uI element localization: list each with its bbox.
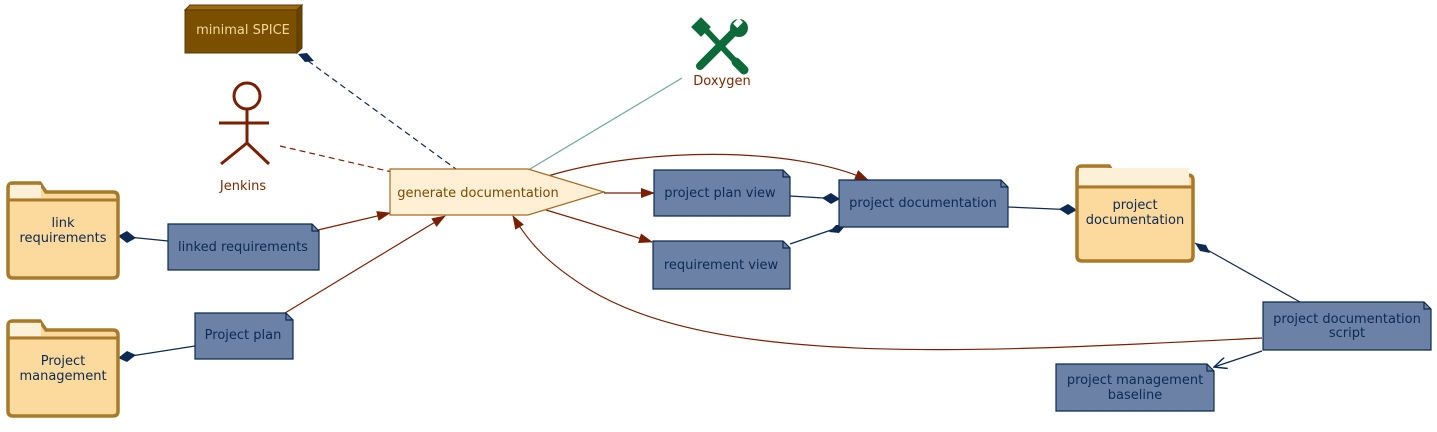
diamond-folder <box>1059 204 1077 215</box>
folder-tab-fill <box>1079 168 1189 185</box>
project-documentation-artifact[interactable]: project documentation <box>838 179 1009 228</box>
jenkins-node[interactable]: Jenkins <box>219 81 271 194</box>
doxygen-label: Doxygen <box>693 74 750 89</box>
artifact-shape <box>652 240 791 290</box>
project-management-label-1: Project <box>41 354 85 369</box>
edge-jenkins-to-process <box>279 145 393 173</box>
project-documentation-script-artifact[interactable]: project documentation script <box>1262 301 1432 351</box>
artifact-shape <box>1055 363 1215 412</box>
edge-process-to-projdoc <box>547 153 869 181</box>
diamond-linkreq <box>118 231 136 243</box>
minimal-spice-node[interactable]: minimal SPICE <box>183 3 304 55</box>
box-icon <box>183 4 304 11</box>
diamond-pm <box>118 351 136 362</box>
diamond-script-folder <box>1195 243 1210 253</box>
diamond-planview <box>822 193 840 204</box>
edge-linkedreq-to-process <box>317 211 391 231</box>
artifact-fold <box>782 241 790 249</box>
artifact-fold <box>1000 180 1008 188</box>
project-documentation-script-label-2: script <box>1329 326 1365 341</box>
folder-icon <box>6 319 120 418</box>
link-requirements-folder[interactable]: link requirements <box>6 181 120 280</box>
generate-documentation-node[interactable]: generate documentation <box>389 168 607 216</box>
linked-requirements-label: linked requirements <box>178 240 308 255</box>
project-plan-label: Project plan <box>205 328 282 343</box>
project-documentation-folder[interactable]: project documentation <box>1075 164 1195 263</box>
artifact-fold <box>285 313 293 321</box>
link-requirements-label-2: requirements <box>20 231 107 246</box>
minimal-spice-label: minimal SPICE <box>196 23 290 38</box>
project-plan-artifact[interactable]: Project plan <box>194 312 294 360</box>
project-management-baseline-label-1: project management <box>1067 373 1203 388</box>
edge-plan-to-process <box>284 215 446 314</box>
project-documentation-artifact-label: project documentation <box>849 196 997 211</box>
project-plan-view-artifact[interactable]: project plan view <box>653 169 791 217</box>
edge-process-to-reqview <box>545 209 653 244</box>
tools-icon <box>691 17 749 75</box>
connectors <box>117 53 1301 367</box>
project-documentation-folder-label-2: documentation <box>1086 213 1184 228</box>
link-requirements-label-1: link <box>52 216 75 231</box>
project-documentation-folder-label-1: project <box>1112 198 1157 213</box>
artifact-shape <box>194 312 294 360</box>
artifact-fold <box>311 224 319 232</box>
edge-script-to-baseline <box>1214 350 1263 367</box>
project-management-folder[interactable]: Project management <box>6 319 120 418</box>
project-management-baseline-label-2: baseline <box>1108 388 1162 403</box>
artifact-shape <box>1262 301 1432 351</box>
project-management-baseline-artifact[interactable]: project management baseline <box>1055 363 1215 412</box>
edge-doxygen-to-process <box>524 77 683 173</box>
project-plan-view-label: project plan view <box>664 186 776 201</box>
artifact-fold <box>1206 364 1214 372</box>
requirement-view-label: requirement view <box>664 258 779 273</box>
edge-spice-to-process <box>299 54 461 173</box>
diamond-spice <box>298 53 314 62</box>
edge-script-to-process <box>512 215 1263 351</box>
project-documentation-script-label-1: project documentation <box>1273 312 1421 327</box>
artifact-fold <box>1423 302 1431 310</box>
process-shape <box>389 168 607 216</box>
artifact-shape <box>167 223 320 271</box>
artifact-shape <box>838 179 1009 228</box>
folder-icon <box>1075 164 1195 263</box>
project-management-label-2: management <box>19 369 106 384</box>
artifact-shape <box>653 169 791 217</box>
doxygen-node[interactable]: Doxygen <box>691 17 751 89</box>
folder-tab-fill <box>10 323 41 336</box>
folder-icon <box>6 181 120 280</box>
folder-tab-fill <box>10 185 41 198</box>
generate-documentation-label: generate documentation <box>397 186 558 201</box>
linked-requirements-artifact[interactable]: linked requirements <box>167 223 320 271</box>
box-front <box>184 9 298 54</box>
jenkins-label: Jenkins <box>219 179 266 194</box>
actor-icon <box>219 81 271 166</box>
edge-script-to-folder <box>1194 242 1301 303</box>
artifact-fold <box>782 170 790 178</box>
requirement-view-artifact[interactable]: requirement view <box>652 240 791 290</box>
box-side <box>296 3 303 55</box>
